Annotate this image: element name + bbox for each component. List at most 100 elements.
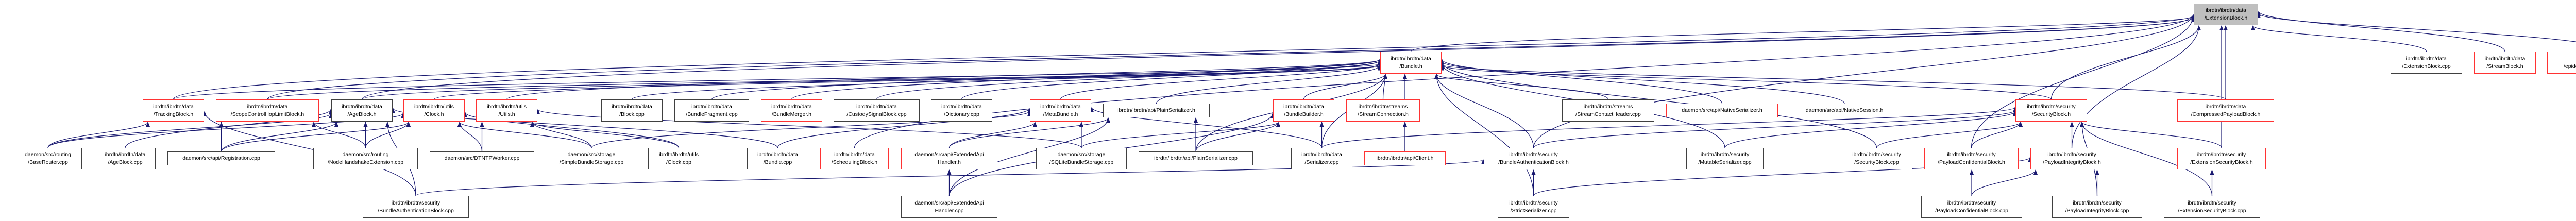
edge-extendedapi_h-to-plainserializer_h bbox=[948, 117, 1110, 148]
edge-custody-to-bundle_h bbox=[876, 60, 1382, 100]
node-scheduling-h[interactable]: ibrdtn/ibrdtn/data /SchedulingBlock.h bbox=[820, 148, 889, 169]
node-bundlebuilder[interactable]: ibrdtn/ibrdtn/data /BundleBuilder.h bbox=[1273, 99, 1334, 122]
edge-bab_cpp-to-tracking bbox=[202, 111, 416, 196]
node-strict[interactable]: ibrdtn/ibrdtn/security /StrictSerializer… bbox=[1498, 196, 1569, 218]
node-nodehandshake[interactable]: daemon/src/routing /NodeHandshakeExtensi… bbox=[313, 148, 418, 169]
edge-nodehandshake-to-clock_h bbox=[365, 122, 411, 148]
edge-tracking-to-bundle_h bbox=[173, 63, 1382, 100]
node-utils-h[interactable]: ibrdtn/ibrdtn/utils /Utils.h bbox=[476, 99, 537, 122]
node-block-cpp[interactable]: ibrdtn/ibrdtn/data /Block.cpp bbox=[601, 99, 663, 122]
edge-simplebundlestorage-to-metabundle bbox=[591, 111, 1031, 148]
edge-bundlefragment-to-bundle_h bbox=[711, 59, 1382, 100]
node-extendedapi-cpp[interactable]: daemon/src/api/ExtendedApi Handler.cpp bbox=[901, 196, 997, 218]
node-simplebundlestorage[interactable]: daemon/src/storage /SimpleBundleStorage.… bbox=[547, 148, 636, 169]
node-epidemic[interactable]: daemon/src/routing /epidemic/EpidemicRou… bbox=[2547, 52, 2576, 74]
edge-sqlite-to-utils_h bbox=[536, 109, 1082, 148]
edge-block_cpp-to-bundle_h bbox=[631, 64, 1382, 100]
edge-pib_h-to-root bbox=[2071, 25, 2201, 148]
node-sqlite[interactable]: daemon/src/storage /SQLiteBundleStorage.… bbox=[1036, 148, 1127, 169]
edge-nativesession-to-bundle_h bbox=[1440, 61, 1845, 104]
node-plainserializer-cpp[interactable]: ibrdtn/ibrdtn/api/PlainSerializer.cpp bbox=[1139, 151, 1253, 165]
edge-registration-to-clock_h bbox=[221, 122, 411, 152]
edge-metabundle-to-bundle_h bbox=[1060, 63, 1382, 100]
node-extendedapi-h[interactable]: daemon/src/api/ExtendedApi Handler.h bbox=[901, 148, 997, 169]
node-streamblock-h[interactable]: ibrdtn/ibrdtn/data /StreamBlock.h bbox=[2474, 52, 2536, 74]
node-bundlefragment[interactable]: ibrdtn/ibrdtn/data /BundleFragment.cpp bbox=[674, 99, 749, 122]
node-root[interactable]: ibrdtn/ibrdtn/data /ExtensionBlock.h bbox=[2194, 4, 2258, 25]
node-dictionary[interactable]: ibrdtn/ibrdtn/data /Dictionary.cpp bbox=[931, 99, 992, 122]
node-bundlemerger[interactable]: ibrdtn/ibrdtn/data /BundleMerger.h bbox=[761, 99, 822, 122]
edge-dictionary-to-bundle_h bbox=[961, 60, 1382, 100]
edge-pcb_h-to-root bbox=[1971, 15, 2195, 148]
edge-strict-to-bundle_h bbox=[1434, 74, 1534, 196]
node-clock-h[interactable]: ibrdtn/ibrdtn/utils /Clock.h bbox=[403, 99, 465, 122]
node-nativeserializer[interactable]: daemon/src/api/NativeSerializer.h bbox=[1666, 104, 1778, 117]
node-dtntp[interactable]: daemon/src/DTNTPWorker.cpp bbox=[430, 151, 534, 165]
edge-plainserializer_h-to-bundle_h bbox=[1156, 65, 1382, 104]
node-streamcontactheader[interactable]: ibrdtn/ibrdtn/streams /StreamContactHead… bbox=[1562, 99, 1654, 122]
node-custody[interactable]: ibrdtn/ibrdtn/data /CustodySignalBlock.c… bbox=[834, 99, 920, 122]
edge-securityblock_cpp-to-bundle_h bbox=[1440, 62, 1877, 148]
node-metabundle[interactable]: ibrdtn/ibrdtn/data /MetaBundle.h bbox=[1030, 99, 1091, 122]
edge-plainserializer_cpp-to-bundlebuilder bbox=[1195, 122, 1280, 152]
edge-bundlemerger-to-bundle_h bbox=[791, 59, 1382, 100]
edge-utils_h-to-bundle_h bbox=[506, 59, 1382, 100]
edge-esb_cpp-to-securityblock_h bbox=[2080, 122, 2213, 196]
edge-epidemic-to-root bbox=[2257, 13, 2576, 42]
node-securityblock-h[interactable]: ibrdtn/ibrdtn/security /SecurityBlock.h bbox=[2015, 99, 2087, 122]
node-tracking[interactable]: ibrdtn/ibrdtn/data /TrackingBlock.h bbox=[143, 99, 204, 122]
edge-simplebundlestorage-to-clock_h bbox=[457, 122, 592, 148]
node-securityblock-cpp[interactable]: ibrdtn/ibrdtn/security /SecurityBlock.cp… bbox=[1841, 148, 1912, 169]
node-pcb-cpp[interactable]: ibrdtn/ibrdtn/security /PayloadConfident… bbox=[1921, 196, 2022, 218]
edge-ageblock_cpp-to-ageblock_h bbox=[125, 109, 333, 148]
edge-registration-to-ageblock_h bbox=[221, 122, 338, 152]
edge-extendedapi_cpp-to-plainserializer_h bbox=[948, 117, 1110, 196]
edge-tracking-to-root bbox=[173, 15, 2195, 100]
edge-bundle_cpp-to-metabundle bbox=[777, 108, 1031, 148]
node-bab-cpp[interactable]: ibrdtn/ibrdtn/security /BundleAuthentica… bbox=[363, 196, 469, 218]
edge-pcb_h-to-securityblock_h bbox=[1971, 122, 2023, 148]
edge-pcb_cpp-to-pib_h bbox=[1971, 169, 2038, 196]
edge-baserouter-to-tracking bbox=[47, 122, 150, 148]
node-nativesession[interactable]: daemon/src/api/NativeSession.h bbox=[1790, 104, 1899, 117]
edge-simplebundlestorage-to-utils_h bbox=[530, 122, 592, 148]
edge-extendedapi_h-to-metabundle bbox=[948, 122, 1037, 148]
node-scope[interactable]: ibrdtn/ibrdtn/data /ScopeControlHopLimit… bbox=[216, 99, 319, 122]
node-extblock-cpp[interactable]: ibrdtn/ibrdtn/data /ExtensionBlock.cpp bbox=[2391, 52, 2462, 74]
edge-bundlebuilder-to-bundle_h bbox=[1303, 74, 1387, 100]
edge-bab_h-to-securityblock_h bbox=[1533, 110, 2017, 148]
node-pcb-h[interactable]: ibrdtn/ibrdtn/security /PayloadConfident… bbox=[1924, 148, 2019, 169]
edge-nativeserializer-to-bundle_h bbox=[1440, 59, 1723, 104]
node-mutable[interactable]: ibrdtn/ibrdtn/security /MutableSerialize… bbox=[1686, 148, 1764, 169]
node-client-h[interactable]: ibrdtn/ibrdtn/api/Client.h bbox=[1364, 151, 1446, 165]
node-esb-h[interactable]: ibrdtn/ibrdtn/security /ExtensionSecurit… bbox=[2177, 148, 2266, 169]
edge-esb_h-to-securityblock_h bbox=[2080, 122, 2222, 148]
node-pib-cpp[interactable]: ibrdtn/ibrdtn/security /PayloadIntegrity… bbox=[2052, 196, 2142, 218]
edge-mutable-to-securityblock_h bbox=[1724, 111, 2017, 148]
node-baserouter[interactable]: daemon/src/routing /BaseRouter.cpp bbox=[14, 148, 82, 169]
node-ageblock-cpp[interactable]: ibrdtn/ibrdtn/data /AgeBlock.cpp bbox=[95, 148, 156, 169]
edge-scope-to-root bbox=[267, 17, 2195, 100]
edge-clock_cpp-to-utils_h bbox=[530, 122, 680, 148]
node-clock-cpp[interactable]: ibrdtn/ibrdtn/utils /Clock.cpp bbox=[648, 148, 709, 169]
edge-streamblock_h-to-root bbox=[2257, 11, 2505, 52]
node-plainserializer-h[interactable]: ibrdtn/ibrdtn/api/PlainSerializer.h bbox=[1103, 104, 1210, 117]
edge-serializer_cpp-to-securityblock_h bbox=[1321, 107, 2017, 148]
node-bundle-h[interactable]: ibrdtn/ibrdtn/data /Bundle.h bbox=[1380, 52, 1442, 74]
node-compressed[interactable]: ibrdtn/ibrdtn/data /CompressedPayloadBlo… bbox=[2177, 99, 2274, 122]
node-registration[interactable]: daemon/src/api/Registration.cpp bbox=[167, 151, 275, 165]
node-bab-h[interactable]: ibrdtn/ibrdtn/security /BundleAuthentica… bbox=[1484, 148, 1583, 169]
node-esb-cpp[interactable]: ibrdtn/ibrdtn/security /ExtensionSecurit… bbox=[2164, 196, 2260, 218]
node-streamconnection[interactable]: ibrdtn/ibrdtn/streams /StreamConnection.… bbox=[1346, 99, 1420, 122]
node-bundle-cpp[interactable]: ibrdtn/ibrdtn/data /Bundle.cpp bbox=[747, 148, 808, 169]
edge-securityblock_cpp-to-securityblock_h bbox=[1876, 122, 2023, 148]
edge-nodehandshake-to-scope bbox=[312, 122, 366, 148]
edge-securityblock_h-to-root bbox=[2050, 25, 2201, 100]
edge-compressed-to-bundle_h bbox=[1440, 64, 2226, 100]
node-pib-h[interactable]: ibrdtn/ibrdtn/security /PayloadIntegrity… bbox=[2030, 148, 2113, 169]
edge-streamcontactheader-to-bundle_h bbox=[1434, 74, 1609, 100]
edge-sqlite-to-bundlebuilder bbox=[1081, 122, 1280, 148]
node-ageblock-h[interactable]: ibrdtn/ibrdtn/data /AgeBlock.h bbox=[331, 99, 393, 122]
node-serializer-cpp[interactable]: ibrdtn/ibrdtn/data /Serializer.cpp bbox=[1291, 148, 1352, 169]
edge-securityblock_h-to-bundle_h bbox=[1440, 65, 2052, 100]
